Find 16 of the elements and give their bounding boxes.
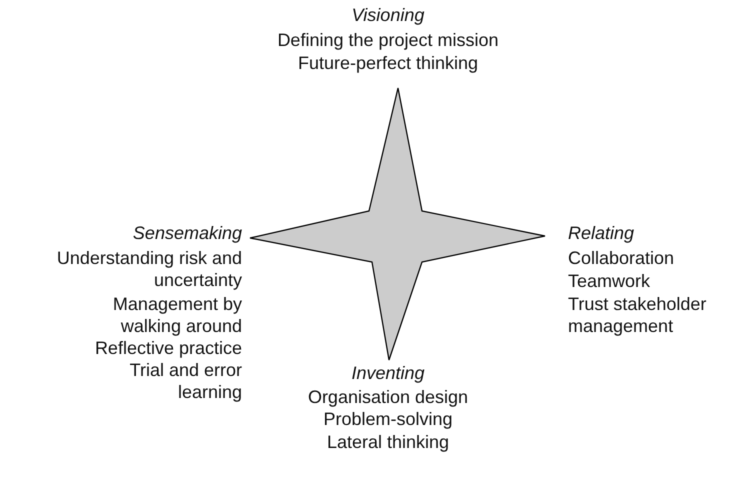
quadrant-item: Lateral thinking — [326, 431, 450, 453]
quadrant-item: Trust stakeholder management — [568, 293, 708, 337]
quadrant-item: Problem-solving — [322, 408, 454, 430]
quadrant-heading: Sensemaking — [132, 222, 242, 244]
quadrant-item: Organisation design — [306, 386, 470, 408]
quadrant-item: Trial and error learning — [128, 359, 242, 403]
quadrant-heading: Relating — [568, 222, 636, 244]
quadrant-heading: Visioning — [350, 4, 426, 26]
quadrant-item: Understanding risk and uncertainty — [56, 247, 242, 291]
quadrant-item: Management by walking around — [112, 293, 242, 337]
quadrant-item: Collaboration — [568, 247, 676, 269]
quadrant-item: Reflective practice — [94, 337, 242, 359]
quadrant-item: Defining the project mission — [276, 29, 500, 51]
quadrant-item: Teamwork — [568, 270, 652, 292]
quadrant-item: Future-perfect thinking — [296, 52, 480, 74]
four-point-star — [249, 87, 546, 361]
